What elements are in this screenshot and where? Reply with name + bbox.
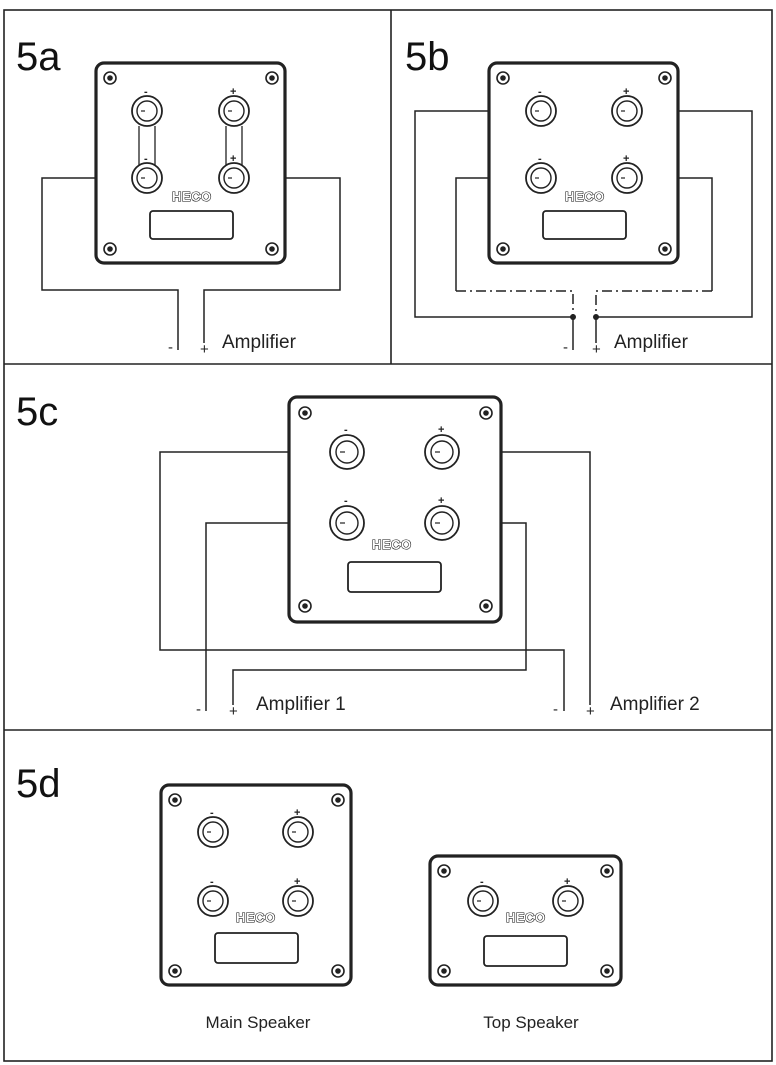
binding-post: [282, 885, 314, 917]
binding-post: [525, 95, 557, 127]
polarity-minus: -: [144, 153, 148, 165]
amplifier-minus-mark: -: [563, 339, 568, 356]
wire-5b-outer-plus: [595, 110, 753, 343]
wire-junction: [593, 314, 599, 320]
wire-5b-inner-minus-run: [456, 290, 574, 317]
section-label-5c: 5c: [16, 390, 58, 434]
polarity-plus: +: [623, 153, 629, 165]
section-label-5d: 5d: [16, 762, 61, 806]
brand-logo: HECO: [172, 189, 212, 204]
diagram-5a: - + - + HECO - + Amplifier: [41, 61, 341, 358]
amplifier-plus-mark: +: [592, 341, 601, 358]
binding-post: [329, 434, 365, 470]
polarity-plus: +: [623, 86, 629, 98]
polarity-plus: +: [438, 424, 444, 436]
binding-post: [611, 162, 643, 194]
polarity-plus: +: [294, 807, 300, 819]
binding-post: [282, 816, 314, 848]
wire-5c-amp2-plus: [459, 451, 591, 705]
diagram-5c: - + - + HECO - + Amplifier 1 - + Amplifi…: [159, 395, 700, 720]
polarity-minus: -: [210, 807, 214, 819]
polarity-minus: -: [538, 153, 542, 165]
amplifier-label: Amplifier: [222, 332, 297, 353]
brand-logo: HECO: [565, 189, 605, 204]
binding-post: [611, 95, 643, 127]
polarity-minus: -: [144, 86, 148, 98]
amplifier-minus-mark: -: [168, 339, 173, 356]
name-plate: [483, 935, 568, 967]
wire-5a-plus: [203, 177, 341, 343]
name-plate: [542, 210, 627, 240]
binding-post: [467, 885, 499, 917]
brand-logo: HECO: [506, 910, 546, 925]
wire-5c-amp2-minus: [159, 451, 565, 711]
binding-post: [218, 95, 250, 127]
binding-post: [552, 885, 584, 917]
polarity-minus: -: [538, 86, 542, 98]
bridge-5a-minus: [138, 126, 156, 166]
binding-post: [424, 505, 460, 541]
binding-post: [197, 816, 229, 848]
amplifier-plus-mark: +: [200, 341, 209, 358]
top-speaker-caption: Top Speaker: [483, 1013, 579, 1032]
wire-5a-minus: [41, 177, 179, 350]
amplifier-2-minus-mark: -: [553, 701, 558, 718]
binding-post: [525, 162, 557, 194]
binding-post: [218, 162, 250, 194]
amplifier-2-plus-mark: +: [586, 703, 595, 720]
polarity-plus: +: [230, 86, 236, 98]
section-frames: [3, 9, 773, 1062]
diagram-5d: - + - + HECO - + HECO Main Speaker Top S…: [159, 783, 623, 1032]
panel-screw: [496, 71, 672, 256]
panel-screw: [168, 793, 345, 978]
main-speaker-caption: Main Speaker: [206, 1013, 311, 1032]
polarity-minus: -: [344, 424, 348, 436]
binding-post: [131, 95, 163, 127]
polarity-plus: +: [564, 876, 570, 888]
polarity-minus: -: [480, 876, 484, 888]
polarity-plus: +: [294, 876, 300, 888]
wire-5b-outer-minus: [414, 110, 574, 350]
wire-5c-amp1-plus: [232, 522, 527, 705]
bridge-5a-plus: [225, 126, 243, 166]
name-plate: [214, 932, 299, 964]
amplifier-2-label: Amplifier 2: [610, 694, 700, 715]
wire-junction: [570, 314, 576, 320]
amplifier-1-plus-mark: +: [229, 703, 238, 720]
polarity-plus: +: [230, 153, 236, 165]
binding-post: [329, 505, 365, 541]
panel-screw: [298, 406, 493, 613]
amplifier-1-label: Amplifier 1: [256, 694, 346, 715]
amplifier-label: Amplifier: [614, 332, 689, 353]
wire-5b-inner-plus-run: [595, 290, 712, 317]
brand-logo: HECO: [372, 537, 412, 552]
polarity-minus: -: [344, 495, 348, 507]
polarity-plus: +: [438, 495, 444, 507]
amplifier-1-minus-mark: -: [196, 701, 201, 718]
panel-screw: [103, 71, 279, 256]
section-label-5a: 5a: [16, 35, 61, 79]
polarity-minus: -: [210, 876, 214, 888]
binding-post: [197, 885, 229, 917]
name-plate: [149, 210, 234, 240]
panel-screw: [437, 864, 614, 978]
binding-post: [424, 434, 460, 470]
diagram-5b: - + - + HECO - + Amplifier: [414, 61, 753, 358]
binding-post: [131, 162, 163, 194]
name-plate: [347, 561, 442, 593]
section-label-5b: 5b: [405, 35, 450, 79]
brand-logo: HECO: [236, 910, 276, 925]
